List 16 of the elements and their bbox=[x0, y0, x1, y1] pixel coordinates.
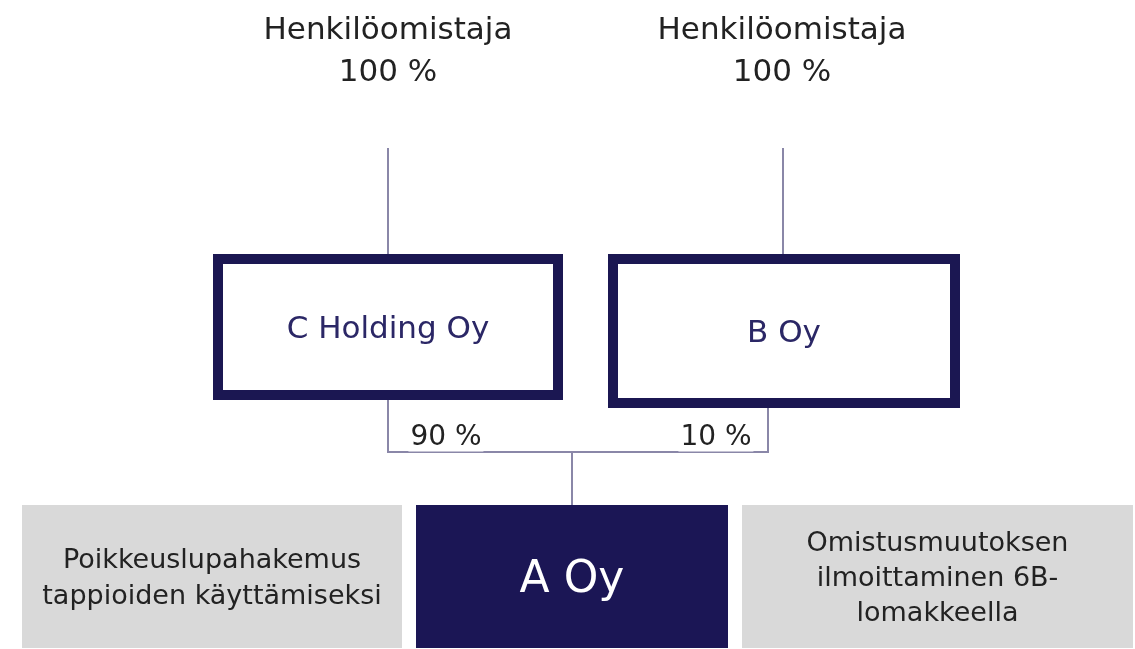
note-box bbox=[22, 505, 402, 648]
node-text: 100 % bbox=[338, 50, 438, 90]
node-text: Henkilöomistaja bbox=[263, 9, 513, 48]
node-text: C Holding Oy bbox=[286, 309, 490, 345]
node-text: Omistusmuutoksen ilmoittaminen 6B-lomakkeella bbox=[805, 524, 1070, 630]
node-text: Henkilöomistaja bbox=[657, 9, 907, 48]
connector-line bbox=[782, 147, 784, 255]
connector-line bbox=[387, 147, 389, 255]
node-text: A Oy bbox=[519, 551, 625, 602]
company-box bbox=[416, 505, 728, 648]
company-box bbox=[608, 254, 960, 408]
node-text: B Oy bbox=[747, 313, 821, 349]
note-box bbox=[742, 505, 1133, 648]
node-text: 100 % bbox=[732, 50, 832, 90]
connector-line bbox=[571, 407, 769, 506]
node-text: Poikkeuslupahakemus tappioiden käyttämiseksi bbox=[41, 542, 383, 612]
